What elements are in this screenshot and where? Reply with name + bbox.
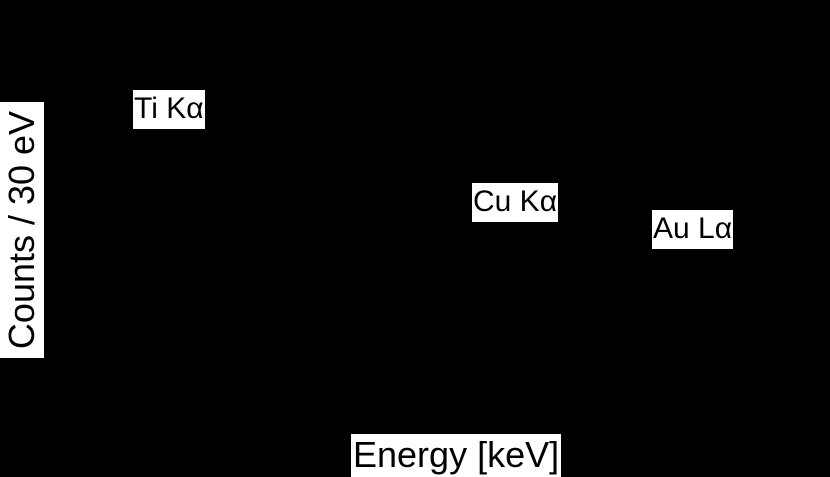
x-axis-label: Energy [keV] [351,434,562,477]
annotation-ti-ka: Ti Kα [133,90,205,129]
y-axis-label: Counts / 30 eV [1,110,42,350]
y-axis-label-box: Counts / 30 eV [0,102,44,358]
annotation-au-la: Au Lα [652,210,734,249]
annotation-cu-ka: Cu Kα [472,183,559,222]
